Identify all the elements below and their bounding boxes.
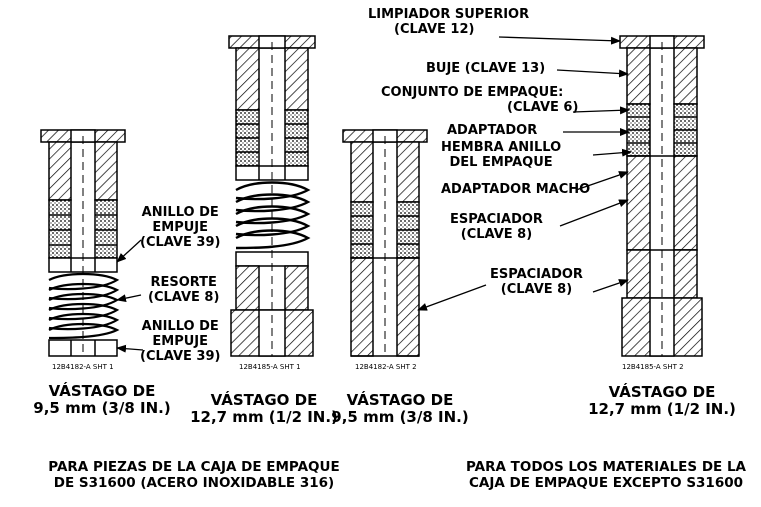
- callout-anillo-top: ANILLO DE EMPUJE (CLAVE 39): [140, 205, 221, 251]
- assembly-1: [40, 129, 126, 357]
- callout-buje: BUJE (CLAVE 13): [426, 61, 546, 76]
- stem-title-4-line2: 12,7 mm (1/2 IN.): [588, 400, 736, 419]
- callout-espaciador-b: ESPACIADOR (CLAVE 8): [490, 267, 583, 298]
- callout-adaptador: ADAPTADOR: [447, 123, 538, 138]
- group-title-2: PARA TODOS LOS MATERIALES DE LA CAJA DE …: [456, 459, 756, 491]
- callout-limpiador-line2: (CLAVE 12): [394, 21, 475, 37]
- drawing-number-4: 12B4185-A SHT 2: [622, 363, 684, 371]
- drawing-number-1: 12B4182-A SHT 1: [52, 363, 114, 371]
- stem-title-3-line2: 9,5 mm (3/8 IN.): [331, 408, 469, 427]
- callout-conjunto-line2: (CLAVE 6): [507, 99, 579, 115]
- stem-title-3: VÁSTAGO DE 9,5 mm (3/8 IN.): [320, 391, 480, 427]
- callout-espaciador-a-line2: (CLAVE 8): [460, 226, 533, 242]
- callout-conjunto: CONJUNTO DE EMPAQUE: (CLAVE 6): [381, 85, 579, 116]
- stem-title-1-line2: 9,5 mm (3/8 IN.): [33, 399, 171, 418]
- spring-2: [235, 181, 311, 250]
- callout-anillo-top-line1: ANILLO DE: [141, 205, 219, 220]
- callout-resorte-line2: (CLAVE 8): [148, 289, 220, 305]
- callout-anillo-bot: ANILLO DE EMPUJE (CLAVE 39): [140, 319, 221, 365]
- callout-anillo-bot-line1: ANILLO DE: [141, 319, 219, 334]
- callout-espaciador-b-line2: (CLAVE 8): [500, 281, 573, 297]
- stem-title-4-line1: VÁSTAGO DE: [608, 383, 716, 401]
- callout-resorte: RESORTE (CLAVE 8): [148, 275, 220, 306]
- callout-anillo-bot-line3: (CLAVE 39): [140, 348, 221, 364]
- drawing-number-2: 12B4185-A SHT 1: [239, 363, 301, 371]
- group-title-1-line2: DE S31600 (ACERO INOXIDABLE 316): [53, 474, 335, 491]
- callout-anillo-top-line2: EMPUJE: [152, 219, 209, 235]
- group-title-2-line1: PARA TODOS LOS MATERIALES DE LA: [465, 459, 746, 475]
- callout-espaciador-a-line1: ESPACIADOR: [450, 212, 543, 227]
- callout-hembra: HEMBRA ANILLO DEL EMPAQUE: [441, 140, 562, 171]
- callout-resorte-line1: RESORTE: [150, 275, 217, 290]
- callout-adaptador-macho: ADAPTADOR MACHO: [441, 182, 591, 197]
- stem-title-2: VÁSTAGO DE 12,7 mm (1/2 IN.): [178, 391, 350, 427]
- stem-title-2-line2: 12,7 mm (1/2 IN.): [190, 408, 338, 427]
- callout-espaciador-b-line1: ESPACIADOR: [490, 267, 583, 282]
- callout-espaciador-a: ESPACIADOR (CLAVE 8): [450, 212, 543, 243]
- stem-title-1-line1: VÁSTAGO DE: [48, 382, 156, 400]
- callout-limpiador-superior: LIMPIADOR SUPERIOR (CLAVE 12): [368, 7, 530, 38]
- assembly-3: [342, 129, 428, 357]
- callout-hembra-line2: DEL EMPAQUE: [449, 154, 553, 170]
- group-title-1-line1: PARA PIEZAS DE LA CAJA DE EMPAQUE: [48, 459, 340, 475]
- leader-lines: [116, 36, 632, 353]
- drawing-number-3: 12B4182-A SHT 2: [355, 363, 417, 371]
- callout-conjunto-line1: CONJUNTO DE EMPAQUE:: [381, 85, 564, 100]
- callout-anillo-bot-line2: EMPUJE: [152, 333, 209, 349]
- group-title-2-line2: CAJA DE EMPAQUE EXCEPTO S31600: [468, 474, 744, 491]
- stem-title-4: VÁSTAGO DE 12,7 mm (1/2 IN.): [576, 383, 748, 419]
- assembly-2: [228, 35, 316, 357]
- stem-title-3-line1: VÁSTAGO DE: [346, 391, 454, 409]
- stem-title-1: VÁSTAGO DE 9,5 mm (3/8 IN.): [22, 382, 182, 418]
- group-title-1: PARA PIEZAS DE LA CAJA DE EMPAQUE DE S31…: [40, 459, 348, 491]
- callout-hembra-line1: HEMBRA ANILLO: [441, 140, 562, 155]
- callout-limpiador-line1: LIMPIADOR SUPERIOR: [368, 7, 530, 22]
- stem-title-2-line1: VÁSTAGO DE: [210, 391, 318, 409]
- callout-anillo-top-line3: (CLAVE 39): [140, 234, 221, 250]
- assembly-4: [619, 35, 705, 357]
